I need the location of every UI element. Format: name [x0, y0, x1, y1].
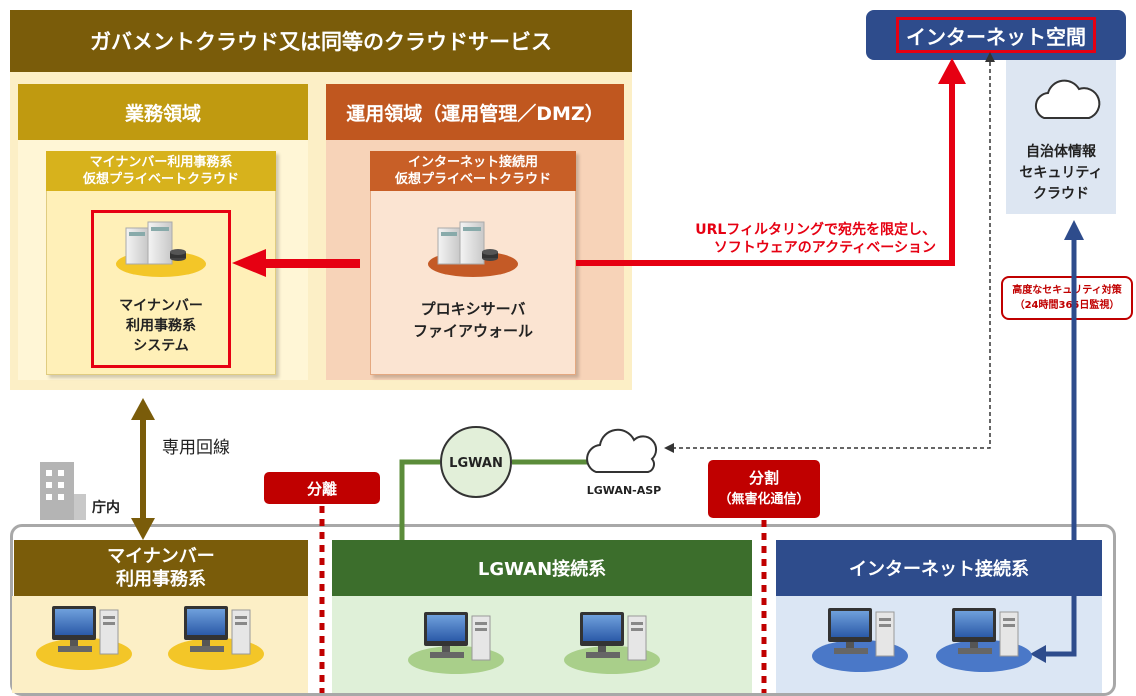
zone-internet-header: インターネット接続系: [776, 540, 1102, 596]
zone-lgwan-header: LGWAN接続系: [332, 540, 752, 596]
mynumber-vpc-line1: マイナンバー利用事務系: [89, 155, 233, 170]
mynumber-pc-icon: [168, 605, 264, 670]
division-line1: 分割: [748, 469, 779, 487]
security-measures-line1: 高度なセキュリティ対策: [1012, 285, 1122, 296]
internet-space-title: インターネット空間: [896, 17, 1096, 53]
internet-vpc-line2: 仮想プライベートクラウド: [394, 172, 551, 187]
mynumber-system-line3: システム: [133, 338, 189, 354]
zone-mynumber-line2: 利用事務系: [116, 569, 206, 590]
internet-vpc-line1: インターネット接続用: [407, 155, 538, 170]
security-cloud-line2: セキュリティ: [1019, 164, 1103, 181]
security-measures-badge: 高度なセキュリティ対策 （24時間365日監視）: [1001, 276, 1133, 320]
internet-vpc-header: インターネット接続用 仮想プライベートクラウド: [370, 151, 576, 191]
lgwan-asp-label: LGWAN-ASP: [587, 484, 661, 497]
zone-lgwan-bg: [332, 596, 752, 693]
security-cloud-line3: クラウド: [1033, 185, 1089, 202]
mynumber-system-line2: 利用事務系: [126, 318, 196, 334]
zone-mynumber-line1: マイナンバー: [107, 546, 215, 567]
proxy-to-internet-arrow: [576, 58, 966, 266]
security-cloud-line1: 自治体情報: [1026, 143, 1096, 160]
zone-mynumber-header: マイナンバー 利用事務系: [14, 540, 308, 596]
government-cloud-title: ガバメントクラウド又は同等のクラウドサービス: [10, 10, 632, 72]
lgwan-pc-icon: [564, 611, 660, 674]
lgwan-label: LGWAN: [449, 456, 503, 471]
mynumber-vpc-header: マイナンバー利用事務系 仮想プライベートクラウド: [46, 151, 276, 191]
security-cloud-label: 自治体情報 セキュリティ クラウド: [1006, 140, 1116, 206]
lgwan-pc-icon: [408, 611, 504, 674]
office-building-icon: [40, 462, 86, 520]
dedicated-line-label: 専用回線: [162, 438, 230, 458]
lgwan-network: [399, 426, 596, 540]
internet-pc-icon: [812, 607, 908, 672]
proxy-server-icon: [428, 221, 518, 277]
mynumber-vpc-line2: 仮想プライベートクラウド: [82, 172, 239, 187]
internet-pc-icon: [936, 607, 1032, 672]
url-filter-line2: ソフトウェアのアクティベーション: [714, 240, 936, 256]
url-filter-line1: URLフィルタリングで宛先を限定し、: [695, 221, 936, 238]
proxy-server-line2: ファイアウォール: [412, 322, 533, 340]
proxy-to-mynumber-arrow: [232, 249, 360, 277]
separation-badge: 分離: [264, 472, 380, 504]
division-line2: （無害化通信）: [718, 492, 810, 507]
mynumber-pc-icon: [36, 605, 132, 670]
mynumber-server-icon: [116, 221, 206, 277]
business-area-header: 業務領域: [18, 84, 308, 140]
internet-space-header: インターネット空間: [866, 10, 1126, 60]
proxy-server-label: プロキシサーバ ファイアウォール: [370, 296, 576, 344]
division-badge: 分割 （無害化通信）: [708, 460, 820, 518]
dedicated-line-arrow: [131, 398, 155, 540]
lgwan-asp-cloud-icon: [586, 428, 658, 473]
internet-to-lgwan-asp-dotted: [664, 52, 995, 453]
security-measures-line2: （24時間365日監視）: [1014, 300, 1120, 311]
security-cloud-link: [1030, 220, 1084, 663]
mynumber-system-line1: マイナンバー: [119, 298, 203, 314]
mynumber-system-label: マイナンバー 利用事務系 システム: [91, 290, 231, 362]
security-cloud-icon: [1034, 79, 1101, 119]
operation-area-header: 運用領域（運用管理／DMZ）: [326, 84, 624, 140]
office-label: 庁内: [92, 499, 120, 516]
proxy-server-line1: プロキシサーバ: [420, 300, 526, 318]
